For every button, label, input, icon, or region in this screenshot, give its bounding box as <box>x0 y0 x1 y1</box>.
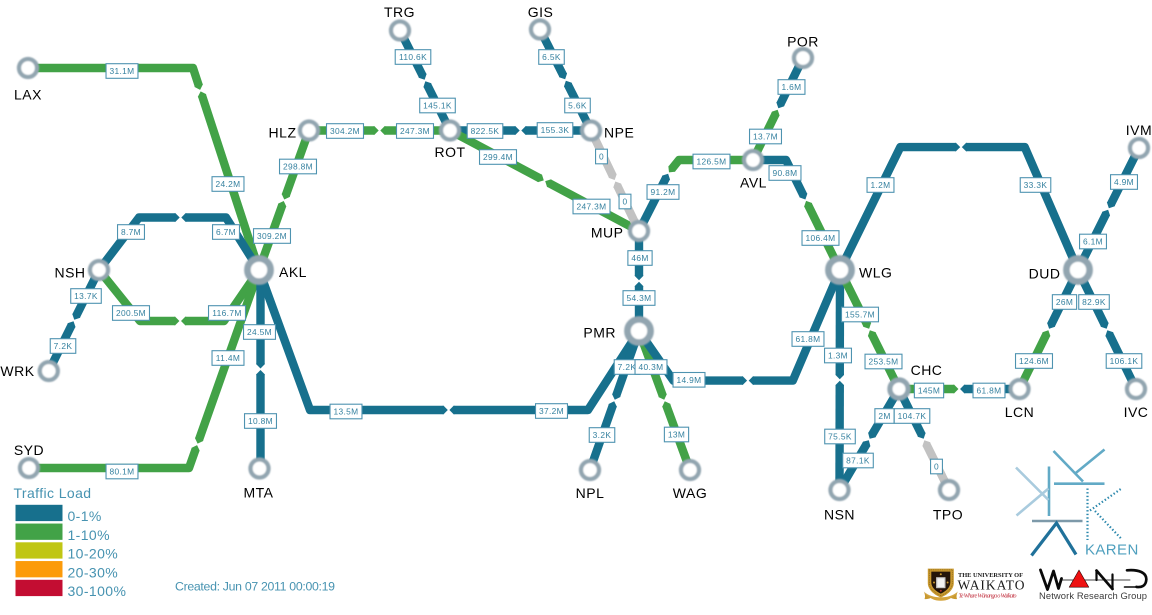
svg-text:40.3M: 40.3M <box>638 362 663 372</box>
svg-text:309.2M: 309.2M <box>257 231 287 241</box>
svg-text:LCN: LCN <box>1005 404 1035 420</box>
svg-text:90.8M: 90.8M <box>772 168 797 178</box>
svg-text:106.4M: 106.4M <box>805 233 835 243</box>
svg-text:13M: 13M <box>668 430 685 440</box>
svg-text:Te Whare Wānanga o Waikato: Te Whare Wānanga o Waikato <box>959 593 1017 600</box>
svg-text:WAG: WAG <box>673 485 707 501</box>
svg-text:Created: Jun 07 2011 00:00:19: Created: Jun 07 2011 00:00:19 <box>175 580 335 594</box>
svg-text:14.9M: 14.9M <box>676 375 701 385</box>
svg-text:0: 0 <box>622 197 627 207</box>
svg-text:DUD: DUD <box>1029 266 1061 282</box>
svg-text:THE UNIVERSITY OF: THE UNIVERSITY OF <box>958 572 1023 579</box>
svg-text:10-20%: 10-20% <box>68 546 119 562</box>
svg-text:NSN: NSN <box>824 507 855 523</box>
svg-text:GIS: GIS <box>528 4 554 20</box>
svg-text:110.6K: 110.6K <box>399 52 427 62</box>
svg-text:MUP: MUP <box>591 225 624 241</box>
svg-text:PMR: PMR <box>583 325 616 341</box>
svg-text:1.2M: 1.2M <box>870 180 890 190</box>
svg-text:24.5M: 24.5M <box>247 327 272 337</box>
svg-text:106.1K: 106.1K <box>1110 356 1139 366</box>
svg-text:IVC: IVC <box>1124 404 1149 420</box>
svg-text:Traffic Load: Traffic Load <box>14 485 92 501</box>
svg-text:LAX: LAX <box>14 87 42 103</box>
svg-text:2M: 2M <box>878 411 890 421</box>
svg-text:WAIKATO: WAIKATO <box>958 578 1025 593</box>
svg-text:26M: 26M <box>1056 297 1073 307</box>
svg-text:61.8M: 61.8M <box>795 334 820 344</box>
svg-text:299.4M: 299.4M <box>483 152 513 162</box>
svg-text:6.5K: 6.5K <box>542 52 561 62</box>
svg-text:37.2M: 37.2M <box>539 406 564 416</box>
svg-text:46M: 46M <box>631 253 648 263</box>
svg-text:3.2K: 3.2K <box>593 430 612 440</box>
svg-text:145.1K: 145.1K <box>423 101 452 111</box>
svg-text:10.8M: 10.8M <box>248 416 273 426</box>
svg-text:24.2M: 24.2M <box>215 179 240 189</box>
svg-text:MTA: MTA <box>243 485 273 501</box>
svg-text:0: 0 <box>934 462 939 472</box>
svg-text:80.1M: 80.1M <box>109 467 134 477</box>
svg-text:6.7M: 6.7M <box>216 227 236 237</box>
svg-text:155.3K: 155.3K <box>541 125 570 135</box>
svg-text:IVM: IVM <box>1126 122 1152 138</box>
svg-text:CHC: CHC <box>911 362 943 378</box>
svg-text:TRG: TRG <box>384 4 415 20</box>
svg-text:5.6K: 5.6K <box>568 101 587 111</box>
svg-text:NPE: NPE <box>604 125 634 141</box>
svg-text:NPL: NPL <box>576 485 605 501</box>
svg-text:ROT: ROT <box>434 144 465 160</box>
svg-text:Network Research Group: Network Research Group <box>1039 590 1147 601</box>
svg-text:124.6M: 124.6M <box>1019 356 1049 366</box>
svg-text:20-30%: 20-30% <box>68 564 119 580</box>
svg-text:247.3M: 247.3M <box>576 202 606 212</box>
svg-text:145M: 145M <box>918 386 940 396</box>
svg-text:WLG: WLG <box>859 265 892 281</box>
svg-text:4.9M: 4.9M <box>1114 177 1134 187</box>
svg-text:1-10%: 1-10% <box>68 527 110 543</box>
svg-text:1.6M: 1.6M <box>781 82 801 92</box>
svg-text:WRK: WRK <box>0 363 34 379</box>
svg-text:116.7M: 116.7M <box>212 308 241 318</box>
svg-text:TPO: TPO <box>933 507 963 523</box>
svg-text:31.1M: 31.1M <box>109 66 134 76</box>
svg-text:247.3M: 247.3M <box>400 126 430 136</box>
svg-text:SYD: SYD <box>14 442 44 458</box>
svg-text:8.7M: 8.7M <box>121 227 141 237</box>
svg-text:AKL: AKL <box>279 264 307 280</box>
svg-text:155.7M: 155.7M <box>845 310 875 320</box>
svg-text:1.3M: 1.3M <box>828 351 848 361</box>
svg-text:298.8M: 298.8M <box>283 162 313 172</box>
svg-text:11.4M: 11.4M <box>216 353 240 363</box>
svg-text:61.8M: 61.8M <box>976 386 1001 396</box>
svg-text:200.5M: 200.5M <box>116 308 146 318</box>
svg-text:13.7K: 13.7K <box>74 291 98 301</box>
svg-text:0: 0 <box>599 152 604 162</box>
svg-text:HLZ: HLZ <box>269 125 297 141</box>
svg-text:82.9K: 82.9K <box>1082 297 1106 307</box>
svg-text:13.7M: 13.7M <box>753 132 778 142</box>
svg-text:126.5M: 126.5M <box>696 157 726 167</box>
svg-text:91.2M: 91.2M <box>650 187 675 197</box>
svg-text:AVL: AVL <box>740 175 767 191</box>
svg-text:33.3K: 33.3K <box>1024 180 1048 190</box>
svg-text:104.7K: 104.7K <box>898 411 927 421</box>
svg-text:KAREN: KAREN <box>1085 542 1139 559</box>
svg-text:13.5M: 13.5M <box>333 407 358 417</box>
svg-text:POR: POR <box>787 34 819 50</box>
svg-text:NSH: NSH <box>54 265 85 281</box>
svg-text:75.5K: 75.5K <box>828 432 852 442</box>
svg-text:7.2K: 7.2K <box>618 362 637 372</box>
svg-text:6.1M: 6.1M <box>1083 237 1103 247</box>
svg-text:304.2M: 304.2M <box>330 126 360 136</box>
svg-text:7.2K: 7.2K <box>54 341 73 351</box>
svg-text:253.5M: 253.5M <box>868 357 898 367</box>
svg-text:0-1%: 0-1% <box>68 508 102 524</box>
svg-text:54.3M: 54.3M <box>626 293 651 303</box>
svg-text:822.5K: 822.5K <box>471 126 500 136</box>
svg-text:30-100%: 30-100% <box>68 583 127 599</box>
svg-text:87.1K: 87.1K <box>846 456 870 466</box>
